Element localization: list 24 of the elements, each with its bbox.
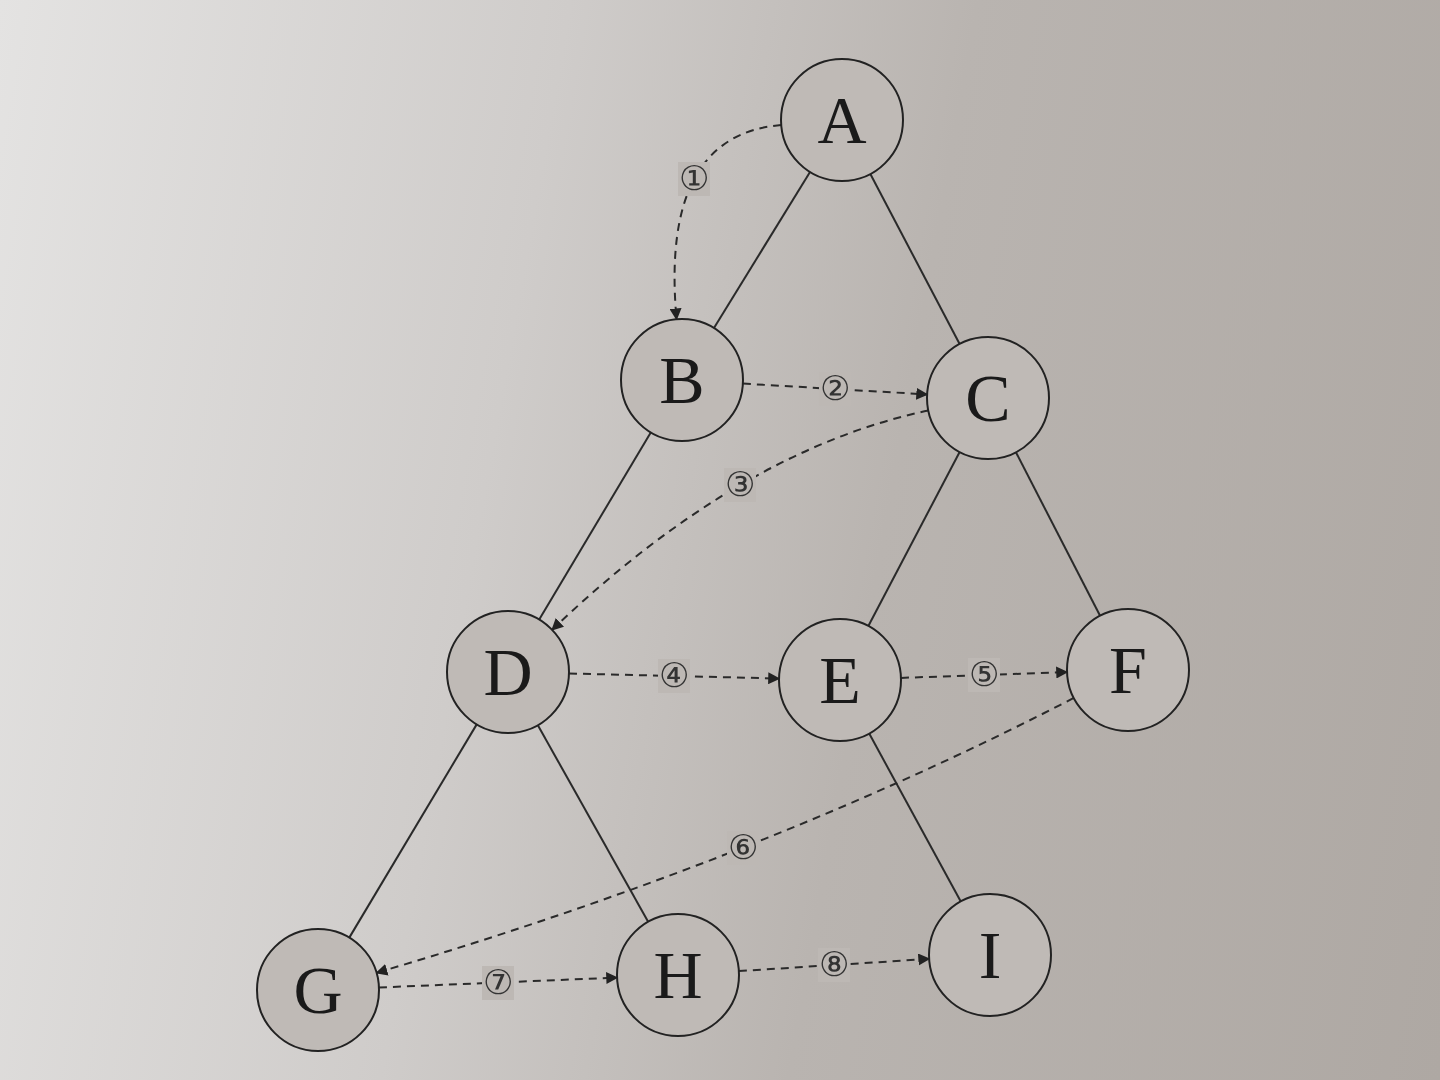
- edge-label: ④: [658, 659, 690, 693]
- edge-label: ①: [678, 161, 711, 196]
- tree-line: [712, 170, 812, 330]
- node-letter: C: [965, 364, 1011, 432]
- node-letter: G: [293, 956, 343, 1024]
- tree-line: [869, 173, 961, 345]
- node-letter: A: [817, 86, 867, 154]
- node-letter: B: [659, 346, 705, 414]
- edge-label: ⑦: [482, 965, 514, 1000]
- node-letter: H: [653, 941, 703, 1009]
- arrow: [375, 697, 1075, 976]
- tree-line: [868, 732, 962, 903]
- tree-line: [538, 431, 652, 621]
- node-letter: I: [978, 921, 1002, 989]
- edge-label: ⑤: [968, 658, 1000, 692]
- tree-line: [536, 724, 650, 923]
- tree-line: [348, 723, 478, 939]
- edge-label: ③: [724, 468, 757, 503]
- node-letter: D: [483, 638, 533, 706]
- tree-line: [1014, 451, 1102, 617]
- tree-line: [867, 451, 961, 627]
- node-letter: F: [1109, 636, 1147, 704]
- node-letter: E: [819, 646, 861, 714]
- edge-label: ⑧: [818, 948, 850, 982]
